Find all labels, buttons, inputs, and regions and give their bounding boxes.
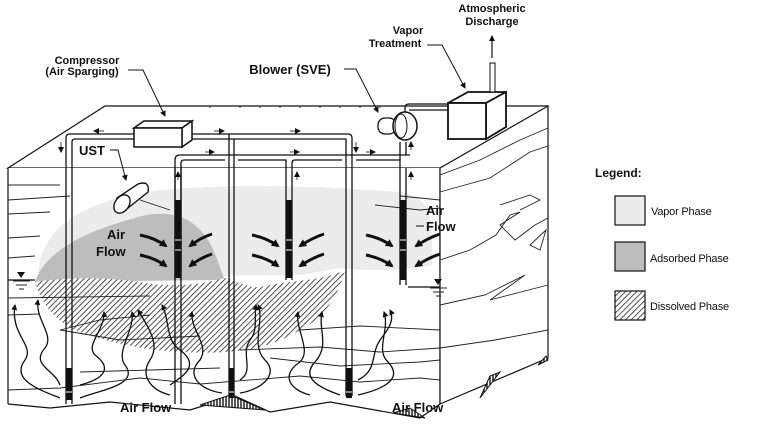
legend-title: Legend: bbox=[595, 166, 642, 180]
air-flow-label-left: Air bbox=[107, 227, 125, 242]
legend-label: Dissolved Phase bbox=[650, 301, 729, 313]
side-rock-bump bbox=[479, 370, 502, 399]
air-flow-label-right-2: Flow bbox=[426, 219, 456, 234]
water-table-symbol-right bbox=[430, 279, 447, 297]
atmospheric-discharge-label: Atmospheric bbox=[458, 3, 525, 15]
sparge-well-screen bbox=[346, 368, 352, 398]
compressor-unit bbox=[131, 119, 195, 149]
blower-label: Blower (SVE) bbox=[249, 62, 331, 77]
blower-unit bbox=[377, 103, 448, 141]
legend-swatch-vapor bbox=[614, 195, 646, 226]
vapor-flow-arrows bbox=[139, 232, 441, 268]
legend-item-adsorbed-phase: Adsorbed Phase bbox=[614, 241, 729, 272]
legend: Legend: Vapor Phase Adsorbed Phase Disso… bbox=[595, 166, 729, 321]
sparge-well-screen bbox=[66, 368, 72, 400]
vapor-treatment-unit bbox=[447, 35, 507, 141]
air-flow-label-right: Air bbox=[426, 203, 444, 218]
air-sparging-pipe-network bbox=[65, 133, 353, 404]
sparge-well-screen bbox=[229, 368, 234, 398]
water-table-symbol-left bbox=[13, 272, 30, 290]
compressor-label: Compressor bbox=[55, 55, 121, 67]
bottom-rock-bump bbox=[392, 407, 426, 419]
side-rock-bump bbox=[537, 355, 549, 366]
vapor-treatment-sub-label: Treatment bbox=[369, 38, 422, 50]
sve-well-screen bbox=[286, 200, 292, 278]
air-flow-label-bottom-right: Air Flow bbox=[392, 400, 444, 415]
sve-well-screen bbox=[175, 200, 181, 278]
legend-item-dissolved-phase: Dissolved Phase bbox=[614, 290, 729, 321]
air-flow-label-bottom-left: Air Flow bbox=[120, 400, 172, 415]
soil-side-face bbox=[439, 104, 549, 405]
legend-item-vapor-phase: Vapor Phase bbox=[614, 195, 712, 226]
soil-front-face bbox=[7, 168, 441, 419]
compressor-sub-label: (Air Sparging) bbox=[45, 66, 119, 78]
ust-label: UST bbox=[79, 143, 105, 158]
legend-swatch-adsorbed bbox=[614, 241, 646, 272]
vapor-treatment-label: Vapor bbox=[393, 25, 424, 37]
legend-label: Adsorbed Phase bbox=[650, 253, 729, 265]
legend-label: Vapor Phase bbox=[651, 206, 712, 218]
sparge-air-flow-arrows bbox=[11, 299, 395, 399]
pipe-flow-arrows bbox=[58, 128, 414, 180]
ust-tank bbox=[113, 182, 149, 214]
legend-swatch-dissolved bbox=[614, 290, 646, 321]
atmospheric-discharge-sub-label: Discharge bbox=[465, 16, 518, 28]
air-flow-label-left-2: Flow bbox=[96, 244, 126, 259]
callout-leaders bbox=[110, 44, 466, 227]
well-screens bbox=[66, 200, 406, 400]
labels: Compressor (Air Sparging) Blower (SVE) V… bbox=[45, 3, 525, 415]
bottom-rock-bump bbox=[199, 394, 266, 411]
